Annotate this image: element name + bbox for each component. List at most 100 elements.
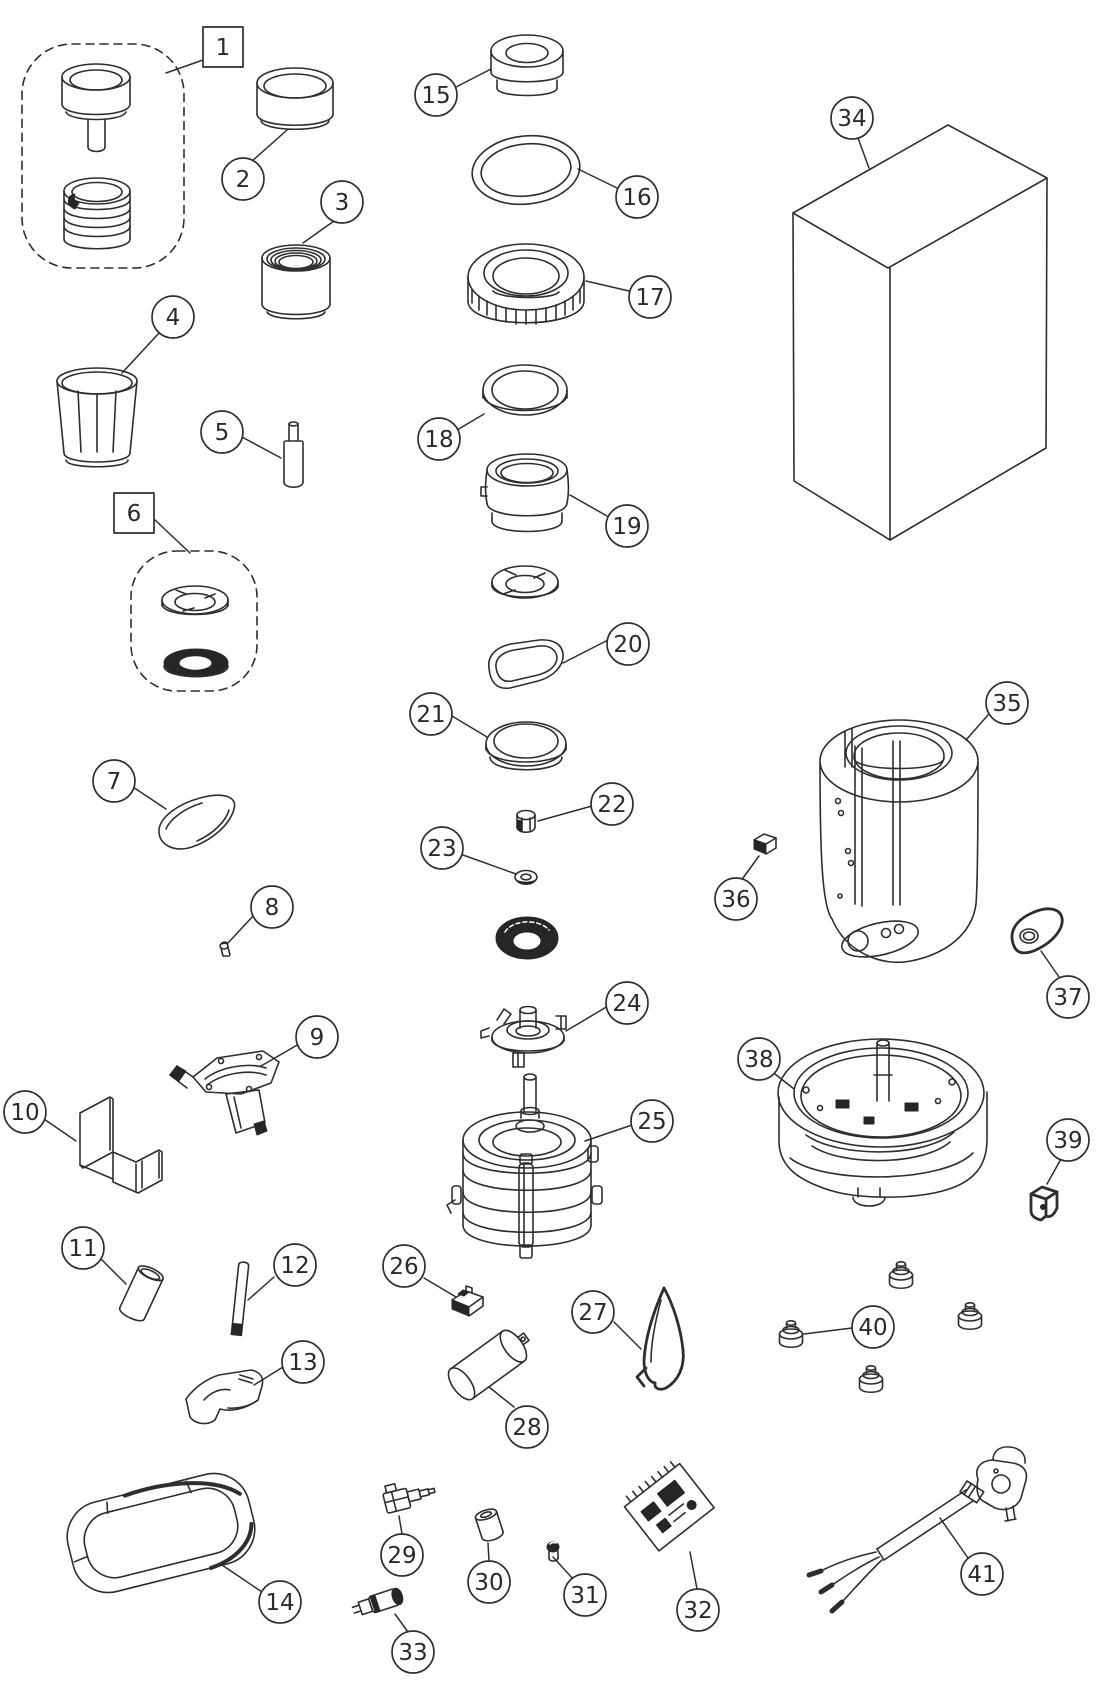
part-41-power-cord-drawing	[806, 1446, 1028, 1614]
callout-leader-line	[1040, 950, 1060, 978]
callout-marker-circle	[200, 410, 244, 454]
callout-marker-circle	[273, 1243, 317, 1287]
callout-leader-line	[803, 1327, 853, 1335]
callout-number: 16	[622, 185, 651, 211]
callout-number: 38	[744, 1047, 773, 1073]
callout-marker-circle	[628, 275, 672, 319]
callout-number: 27	[578, 1300, 607, 1326]
part-36-power-button-drawing	[753, 833, 777, 855]
callout-leader-line	[585, 280, 630, 292]
callout-11: 11	[61, 1226, 127, 1285]
callout-number: 36	[721, 887, 750, 913]
callout-37: 37	[1040, 950, 1090, 1019]
part-8-screw-drawing	[219, 941, 231, 957]
part-28-capacitor-drawing	[447, 1329, 530, 1401]
callout-34: 34	[830, 96, 874, 169]
callout-number: 6	[127, 501, 142, 527]
callout-marker-circle	[606, 622, 650, 666]
callout-leader-line	[221, 1564, 263, 1593]
callout-marker-circle	[615, 175, 659, 219]
part-21-lower-ring-drawing	[485, 721, 567, 771]
part-7-chute-lid-drawing	[158, 794, 236, 850]
callout-number: 34	[837, 106, 866, 132]
callout-leader-line	[562, 638, 611, 664]
callout-marker-circle	[605, 981, 649, 1025]
foot-4	[858, 1365, 884, 1394]
part-lock-ring-drawing	[491, 565, 559, 599]
part-22-shaft-nut-drawing	[516, 809, 536, 834]
part-13-switch-cover-drawing	[185, 1369, 264, 1425]
part-10-shield-clip-drawing	[79, 1096, 163, 1194]
part-18-upper-ring-drawing	[482, 364, 568, 416]
part-30-bushing-drawing	[474, 1508, 504, 1542]
part-38-base-assembly-drawing	[777, 1038, 988, 1207]
callout-19: 19	[569, 494, 649, 548]
callout-marker-circle	[1046, 1118, 1090, 1162]
part-16-oval-gasket-drawing	[471, 134, 581, 206]
callout-1: 1	[165, 26, 244, 74]
callout-24: 24	[565, 981, 649, 1032]
callout-leader-line	[455, 68, 492, 88]
callout-leader-line	[456, 413, 485, 431]
callout-number: 20	[613, 632, 642, 658]
part-12-rod-drawing	[230, 1261, 250, 1337]
callout-marker-circle	[830, 96, 874, 140]
callout-number: 11	[68, 1236, 97, 1262]
part-31-rivet-drawing	[546, 1541, 560, 1562]
callout-number: 21	[416, 702, 445, 728]
callout-marker-circle	[737, 1037, 781, 1081]
callout-number: 4	[166, 305, 181, 331]
callout-number: 33	[398, 1640, 427, 1666]
callout-leader-line	[577, 168, 618, 189]
callout-number: 7	[107, 769, 122, 795]
callout-number: 24	[612, 991, 641, 1017]
part-4-grounds-bin-drawing	[56, 367, 138, 468]
callout-leader-line	[43, 1118, 77, 1142]
part-bearing-drawing	[495, 916, 559, 960]
part-37-latch-plate-drawing	[1010, 907, 1064, 955]
callout-leader-line	[100, 1258, 127, 1285]
callout-4: 4	[121, 295, 195, 374]
callout-38: 38	[737, 1037, 795, 1090]
callout-number: 39	[1053, 1128, 1082, 1154]
callout-marker-circle	[505, 1405, 549, 1449]
callout-marker-circle	[281, 1340, 325, 1384]
part-15-top-cap-drawing	[490, 34, 564, 97]
part-24-drive-coupler-drawing	[480, 1005, 567, 1068]
callout-leader-line	[154, 519, 191, 554]
callout-29: 29	[380, 1515, 424, 1577]
part-14-base-gasket-drawing	[66, 1472, 256, 1594]
callout-leader-line	[965, 714, 989, 741]
callout-22: 22	[537, 782, 634, 826]
callout-marker-circle	[391, 1630, 435, 1674]
callout-39: 39	[1046, 1118, 1090, 1185]
callout-33: 33	[391, 1613, 435, 1674]
callout-leader-line	[537, 805, 593, 822]
callout-leader-line	[241, 436, 282, 459]
callout-number: 15	[421, 83, 450, 109]
callout-marker-circle	[590, 782, 634, 826]
callout-number: 9	[310, 1025, 325, 1051]
callout-7: 7	[92, 759, 167, 810]
callout-31: 31	[552, 1556, 607, 1617]
callout-leader-line	[565, 1005, 609, 1032]
callout-28: 28	[488, 1386, 549, 1449]
part-6-burr-set-drawing	[130, 550, 258, 692]
callout-number: 18	[424, 427, 453, 453]
callout-leader-line	[260, 1043, 300, 1067]
callout-marker-circle	[258, 1580, 302, 1624]
callout-leader-line	[689, 1551, 698, 1590]
callout-marker-circle	[61, 1226, 105, 1270]
callout-15: 15	[414, 68, 492, 117]
callout-marker-circle	[985, 681, 1029, 725]
callout-leader-line	[774, 1073, 795, 1090]
callout-leader-line	[488, 1386, 515, 1408]
callout-leader-line	[250, 129, 288, 163]
callout-number: 25	[637, 1109, 666, 1135]
callout-8: 8	[227, 885, 294, 944]
callout-leader-line	[423, 1277, 457, 1298]
callout-marker-circle	[221, 157, 265, 201]
foot-2	[957, 1302, 983, 1331]
foot-3	[778, 1320, 804, 1349]
part-2-hopper-lid-drawing	[256, 67, 334, 131]
